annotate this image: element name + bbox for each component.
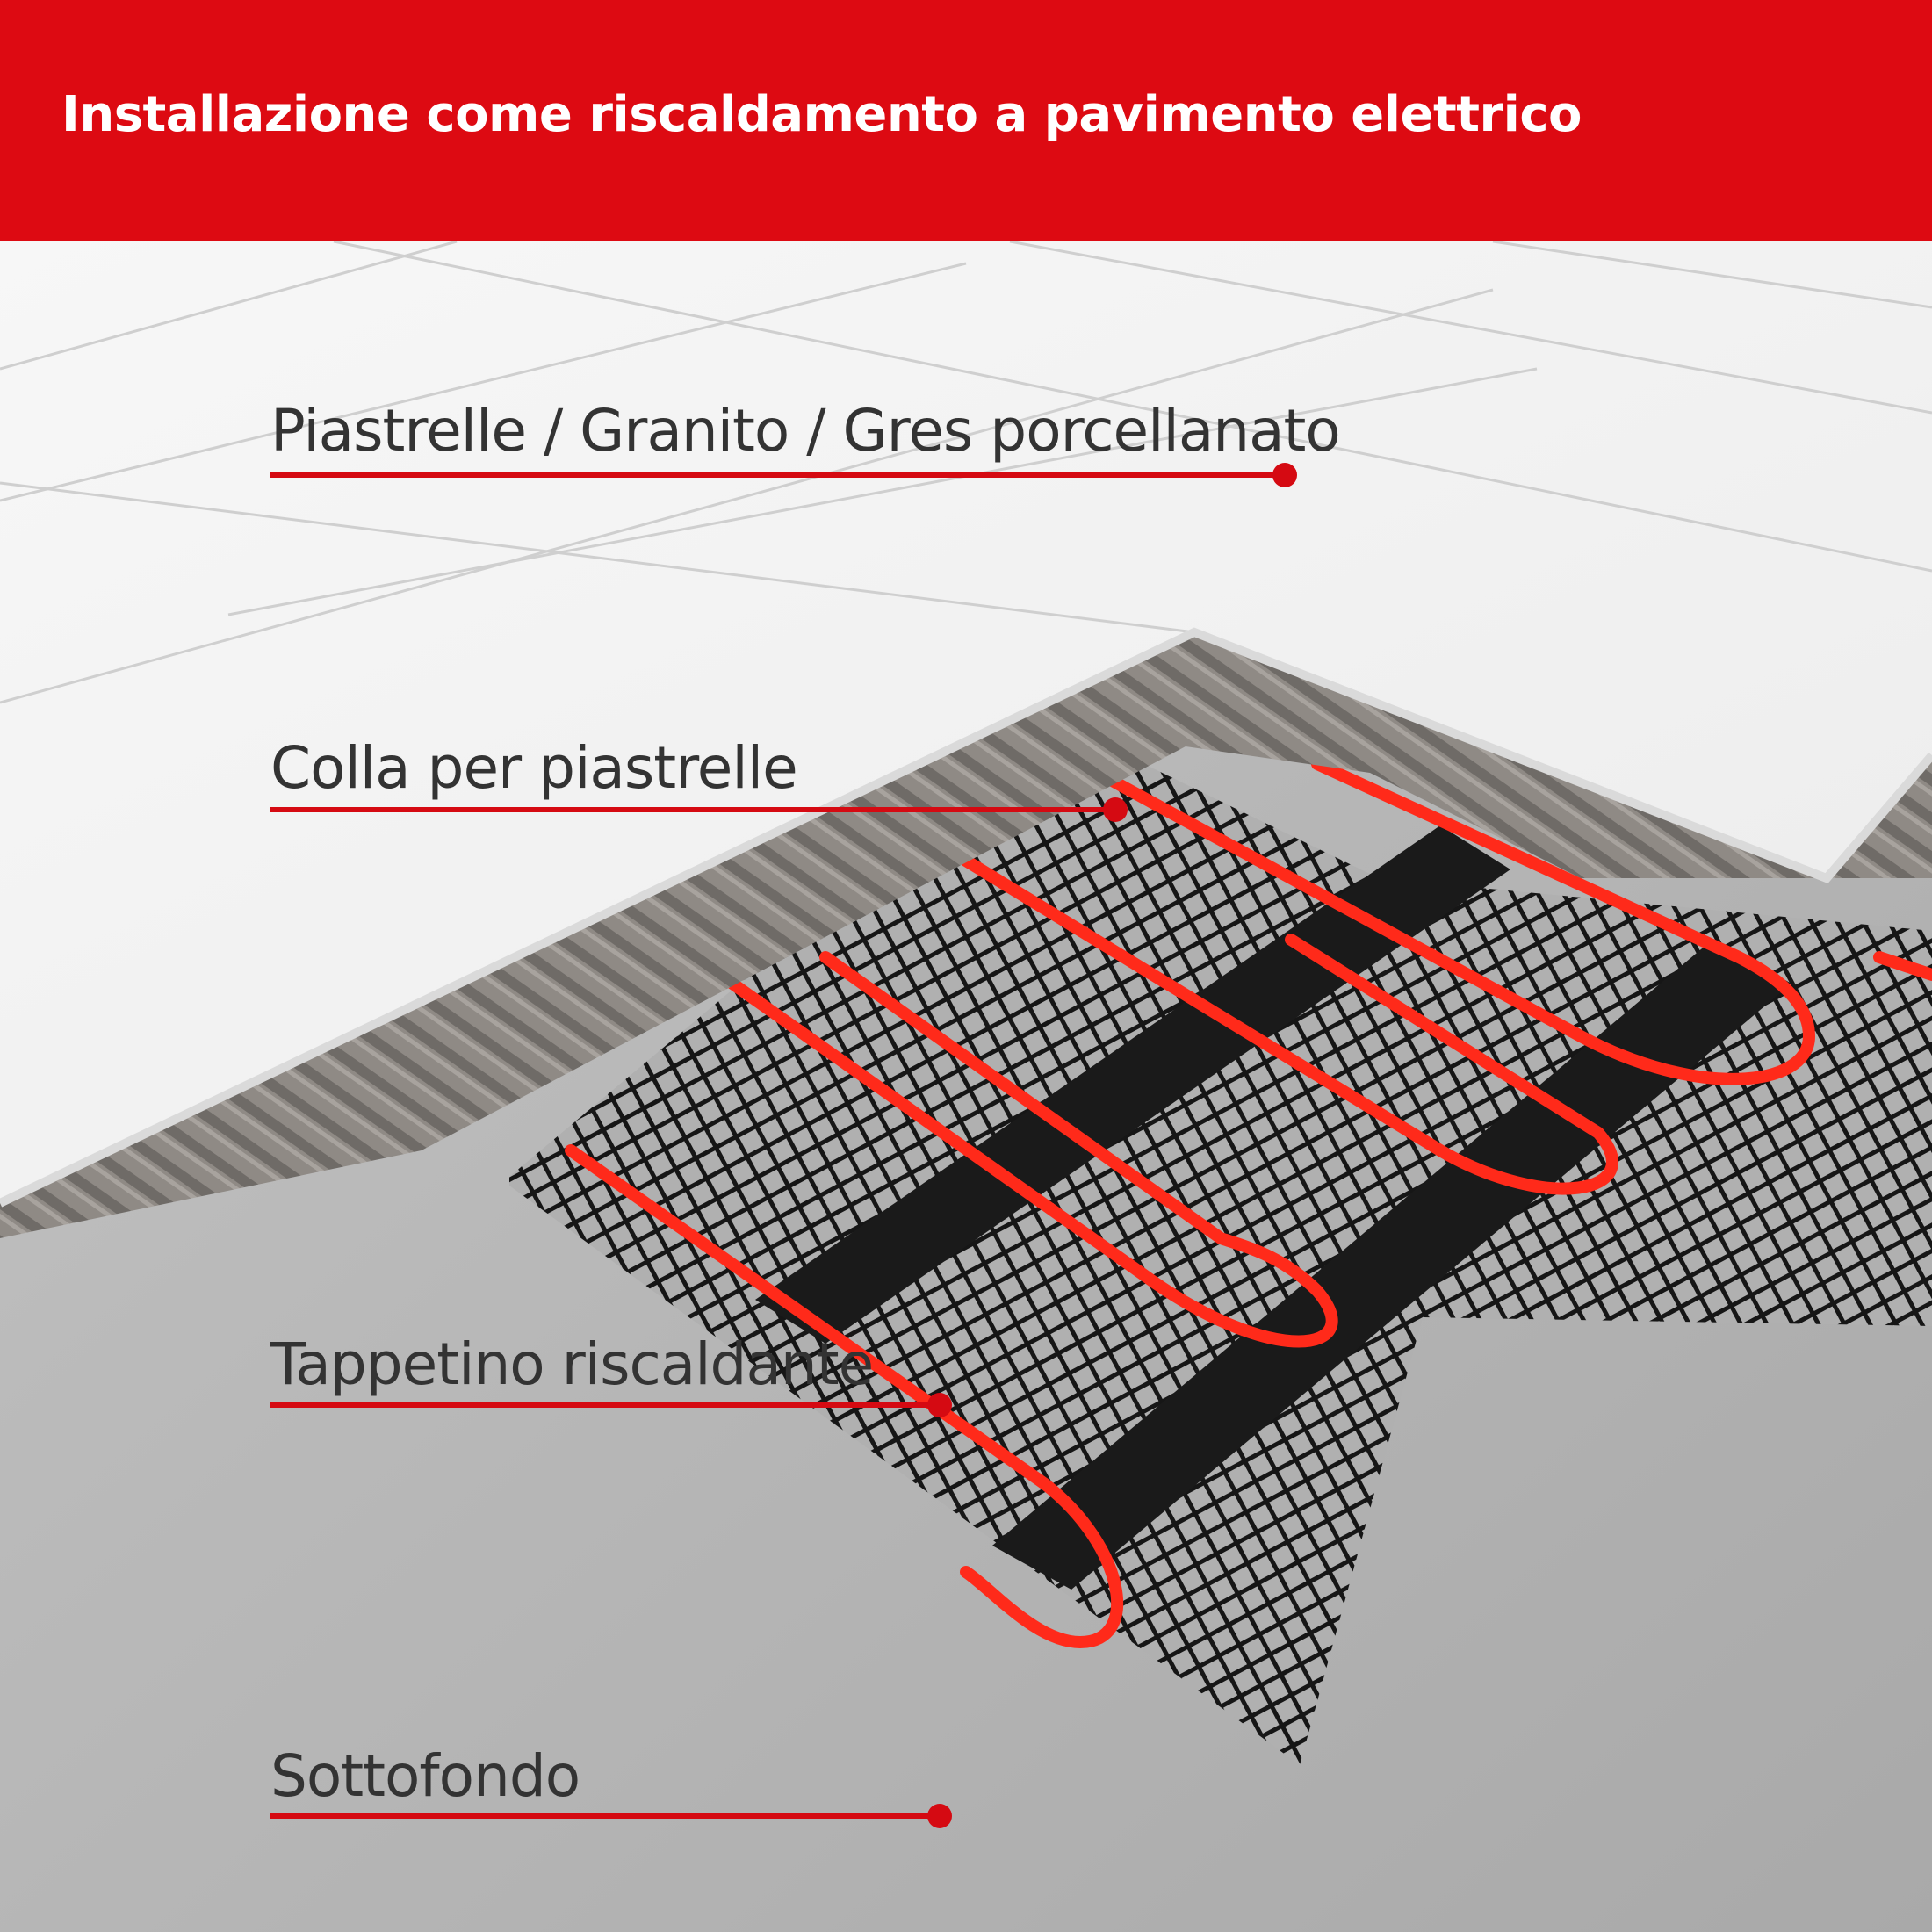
label-adhesive: Colla per piastrelle	[270, 734, 798, 802]
header-title: Installazione come riscaldamento a pavim…	[61, 86, 1582, 143]
tile-surface	[0, 242, 1932, 1203]
label-screed: Sottofondo	[270, 1742, 580, 1810]
label-tiles: Piastrelle / Granito / Gres porcellanato	[270, 397, 1341, 465]
leader-dot-adhesive	[1103, 797, 1128, 822]
leader-line-heating-mat	[270, 1402, 940, 1408]
tile-grout-lines	[0, 240, 1932, 704]
leader-line-adhesive	[270, 807, 1115, 812]
leader-line-tiles	[270, 472, 1285, 478]
header-banner: Installazione come riscaldamento a pavim…	[0, 0, 1932, 242]
leader-line-screed	[270, 1813, 940, 1819]
label-heating-mat: Tappetino riscaldante	[270, 1330, 874, 1398]
leader-dot-screed	[927, 1804, 952, 1828]
adhesive-layer	[0, 632, 1932, 1238]
tile-edge	[0, 627, 1932, 1208]
leader-dot-heating-mat	[927, 1393, 952, 1417]
mat-strip-2	[992, 940, 1791, 1590]
heating-cable	[565, 758, 1932, 1649]
leader-dot-tiles	[1272, 463, 1297, 487]
